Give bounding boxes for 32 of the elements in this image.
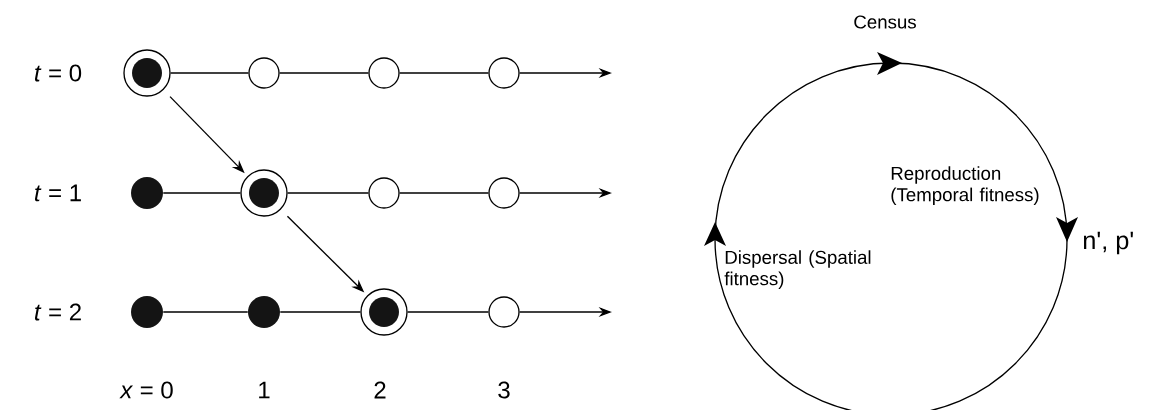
open-circle [488, 57, 520, 89]
line [399, 72, 489, 74]
open-circle [368, 177, 400, 209]
open-circle [488, 296, 520, 328]
filled-dot [131, 177, 163, 209]
line [170, 72, 249, 74]
ringed-dot [123, 49, 171, 97]
ringed-dot [360, 288, 408, 336]
ringed-dot [240, 169, 288, 217]
time-label: t = 1 [35, 184, 81, 202]
stage-label: Reproduction (Temporal fitness) [891, 166, 1039, 205]
line [279, 311, 361, 313]
line [287, 192, 369, 194]
position-label: 1 [259, 381, 270, 399]
time-label: t = 2 [35, 303, 81, 321]
time-label: t = 0 [35, 64, 82, 82]
stage-label: Dispersal (Spatial fitness) [724, 250, 871, 289]
stage-label: Census [854, 15, 916, 29]
position-label: 2 [374, 381, 386, 399]
filled-dot [248, 296, 280, 328]
open-circle [368, 57, 400, 89]
line [162, 192, 241, 194]
line [162, 311, 249, 313]
line [399, 192, 489, 194]
line [407, 311, 489, 313]
line [279, 72, 369, 74]
open-circle [248, 57, 280, 89]
filled-dot [131, 296, 163, 328]
position-label: 3 [498, 381, 510, 399]
position-label: x = 0 [119, 381, 173, 399]
variable-label: n', p' [1083, 231, 1133, 255]
open-circle [488, 177, 520, 209]
